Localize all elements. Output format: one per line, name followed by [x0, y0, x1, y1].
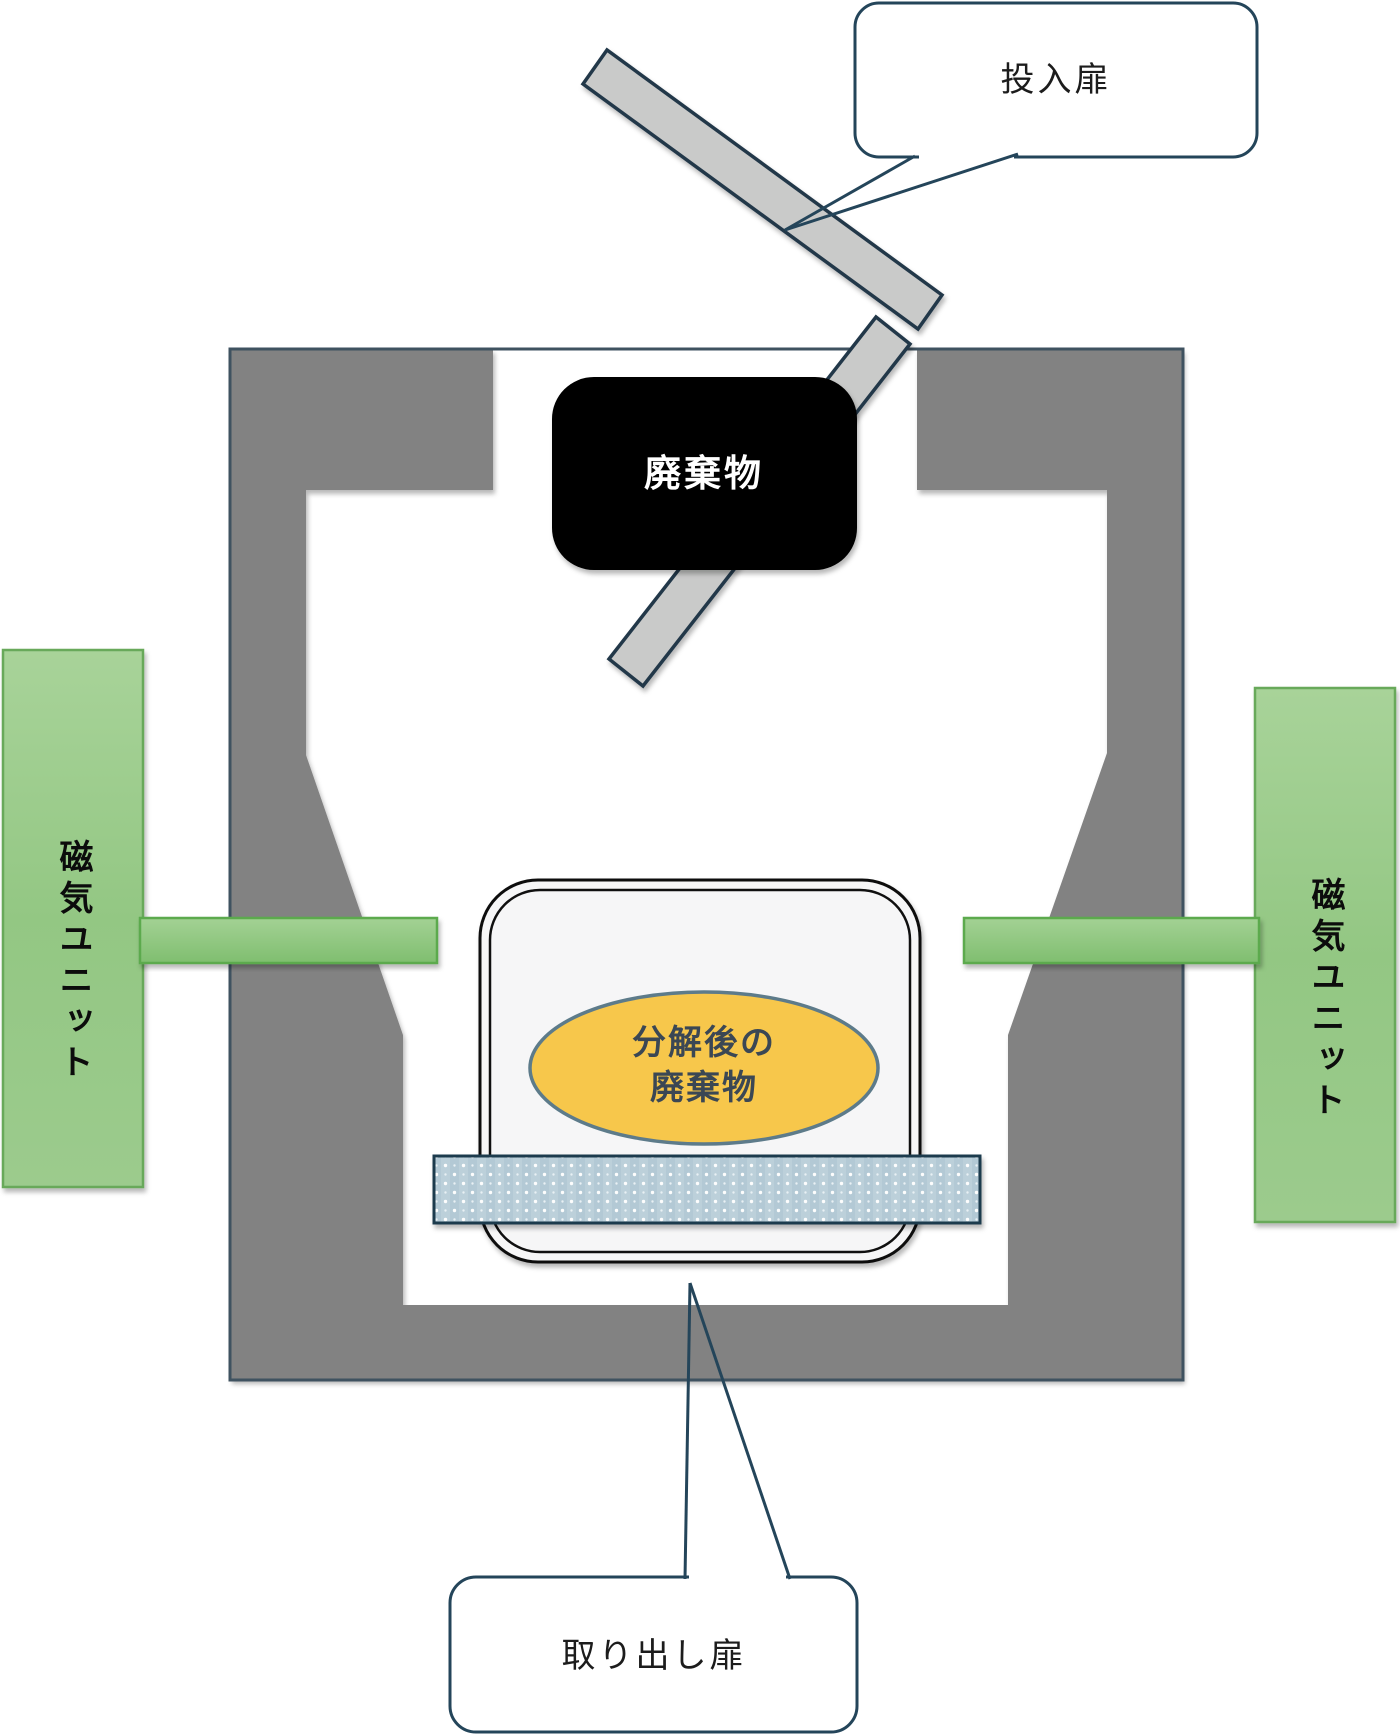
- input-door-upper-flap: [580, 47, 945, 332]
- input-door-callout-tail-right: [784, 152, 1019, 232]
- magnetic-unit-right-label: 磁気ユニット: [1306, 877, 1344, 1123]
- magnetic-unit-left-label: 磁気ユニット: [54, 839, 92, 1085]
- extraction-door-callout-tail-right: [688, 1282, 792, 1580]
- waste-box: [552, 377, 857, 570]
- inner-container-inner: [488, 888, 912, 1254]
- magnetic-unit-right: [1253, 686, 1397, 1224]
- input-door-callout-label: 投入扉: [1000, 60, 1112, 99]
- decomposed-waste-ellipse: [528, 990, 880, 1146]
- extraction-door-callout-bubble: [448, 1575, 859, 1734]
- chamber-outline: [228, 347, 1185, 1382]
- extraction-door-callout-label: 取り出し扉: [561, 1636, 747, 1675]
- magnet-arm-left: [138, 916, 439, 965]
- input-door-callout-bubble: [853, 1, 1259, 159]
- decomposed-waste-label: 分解後の 廃棄物: [632, 1024, 776, 1107]
- magnet-arm-right: [962, 916, 1261, 965]
- chamber-body: [230, 349, 1183, 1380]
- waste-box-label: 廃棄物: [644, 452, 764, 494]
- filter-plate: [432, 1154, 982, 1225]
- magnetic-unit-left: [1, 648, 145, 1189]
- input-door-callout-tail-left: [784, 154, 916, 232]
- extraction-door-callout-tail-left: [683, 1282, 692, 1580]
